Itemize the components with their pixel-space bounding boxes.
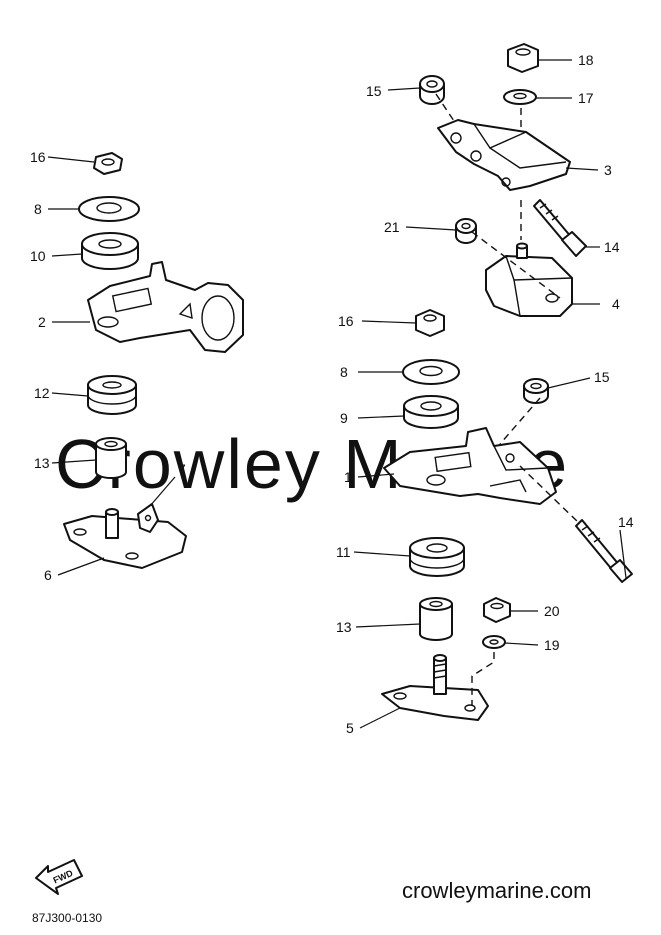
callout-8-right: 8 [340,364,348,380]
part-17-washer[interactable] [503,89,537,105]
part-10-grommet[interactable] [81,232,139,270]
callout-15-right: 15 [594,369,610,385]
part-20-nut[interactable] [483,597,511,623]
part-12-rubber-mount[interactable] [87,375,137,415]
part-16-nut-left[interactable] [93,152,123,175]
callout-6: 6 [44,567,52,583]
part-14-bolt-lower[interactable] [575,519,633,583]
callout-15-top: 15 [366,83,382,99]
callout-17: 17 [578,90,594,106]
part-11-rubber-mount[interactable] [409,537,465,577]
assembly-line-21 [471,231,561,299]
callout-14-top: 14 [604,239,620,255]
assembly-line-15-top [435,93,457,125]
callout-16-right: 16 [338,313,354,329]
part-18-nut-top[interactable] [507,43,539,73]
callout-12: 12 [34,385,50,401]
callout-13-right: 13 [336,619,352,635]
part-21-collar[interactable] [455,218,477,244]
part-14-bolt-top[interactable] [533,199,587,257]
diagram-code: 87J300-0130 [32,911,102,925]
assembly-line-14-lower [519,465,581,525]
callout-4: 4 [612,296,620,312]
part-9-grommet[interactable] [403,395,459,429]
part-15-collar-top[interactable] [419,75,445,105]
callout-16-left: 16 [30,149,46,165]
part-8-washer-right[interactable] [402,359,460,385]
part-1-main-bracket[interactable] [383,427,557,505]
leader-lines [47,59,627,729]
callout-2: 2 [38,314,46,330]
callout-7: 7 [178,461,186,477]
callout-5: 5 [346,720,354,736]
callout-8-left: 8 [34,201,42,217]
part-15-collar-right[interactable] [523,378,549,404]
part-13-collar-right[interactable] [419,597,453,641]
part-6-base-plate[interactable] [63,508,187,569]
callout-20: 20 [544,603,560,619]
part-19-washer[interactable] [482,635,506,649]
callout-13-left: 13 [34,455,50,471]
part-2-bracket[interactable] [87,261,244,353]
callout-21: 21 [384,219,400,235]
callout-19: 19 [544,637,560,653]
callout-11: 11 [336,544,351,560]
part-4-mount-block[interactable] [485,242,573,317]
callout-9: 9 [340,410,348,426]
part-16-nut-right[interactable] [415,309,445,337]
part-3-upper-bracket[interactable] [437,119,571,191]
part-13-collar-left[interactable] [95,437,127,479]
assembly-line-19 [471,652,495,706]
part-5-base-plate[interactable] [381,654,489,721]
part-8-washer-left[interactable] [78,196,140,222]
callout-3: 3 [604,162,612,178]
fwd-arrow-icon: FWD [35,859,83,895]
callout-1: 1 [344,469,352,485]
website-label: crowleymarine.com [402,878,592,903]
callout-18: 18 [578,52,594,68]
callout-10: 10 [30,248,46,264]
assembly-line-15-right [499,397,541,445]
callout-14-lower: 14 [618,514,634,530]
